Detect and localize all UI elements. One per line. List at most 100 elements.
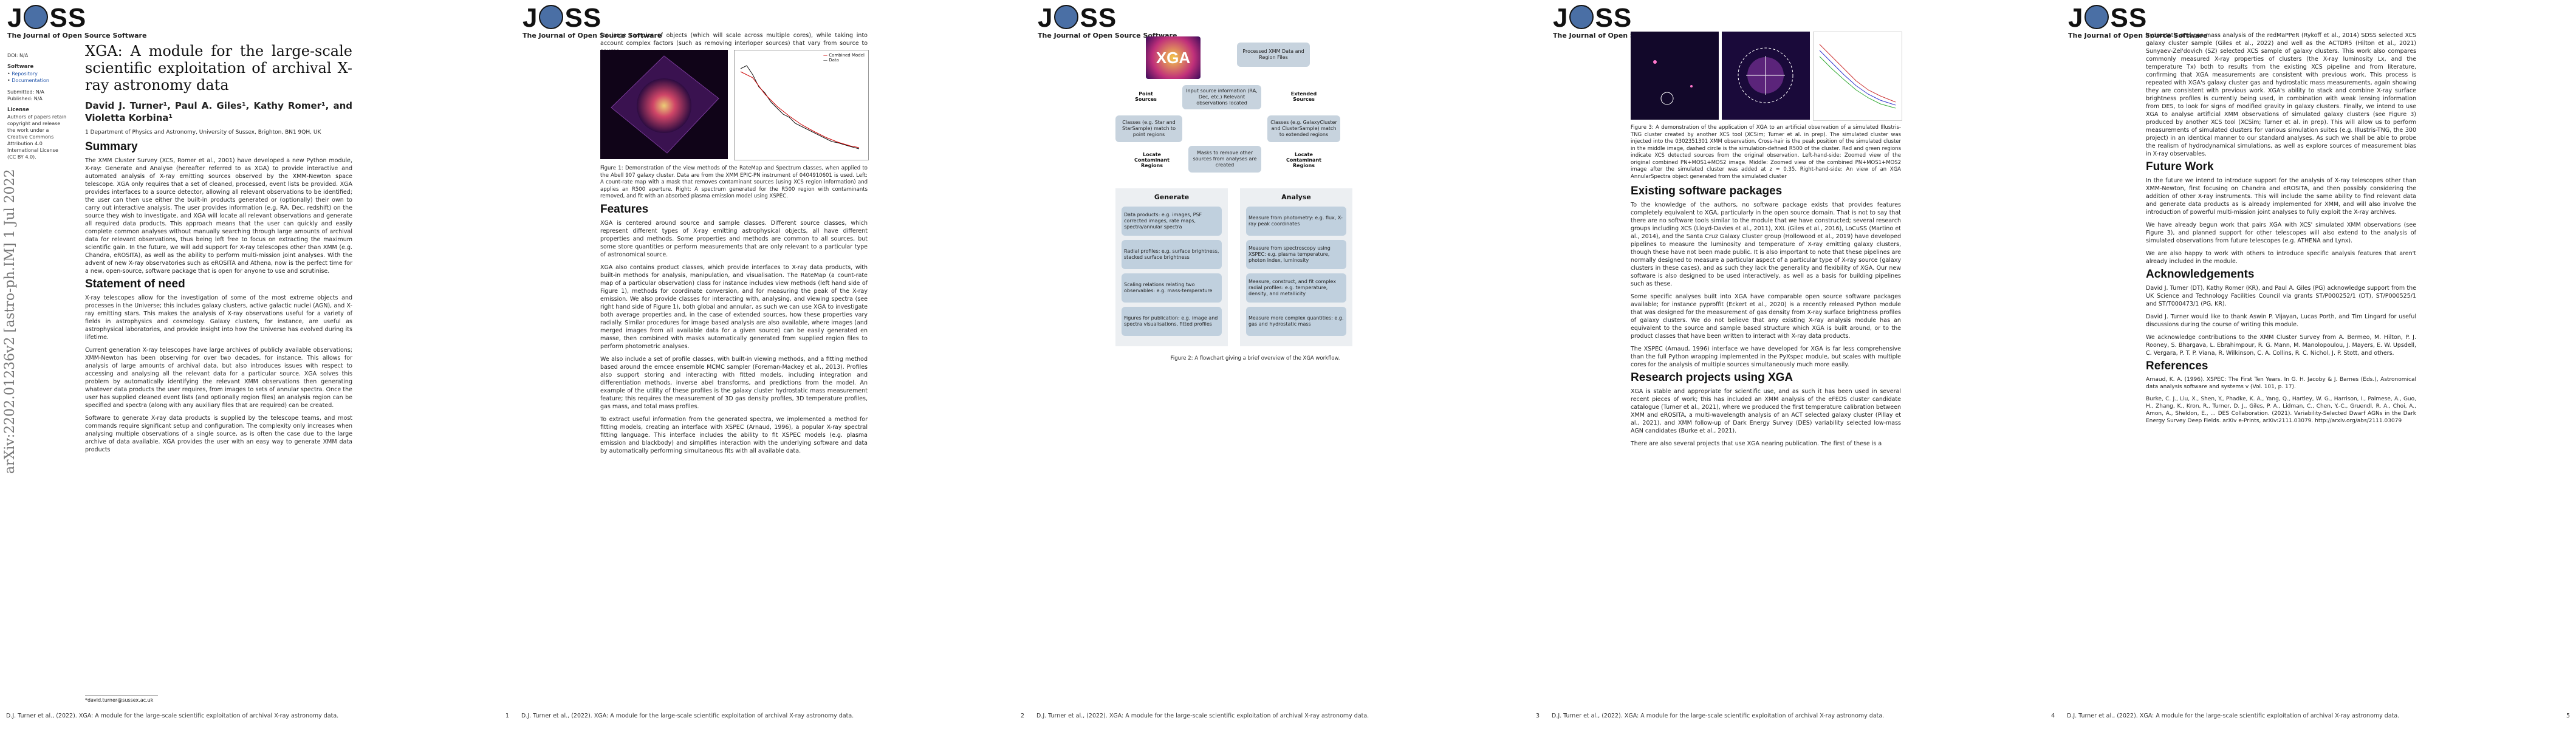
locate-contaminant-right: Locate Contaminant Regions	[1286, 152, 1321, 168]
footer-citation: D.J. Turner et al., (2022). XGA: A modul…	[2067, 713, 2400, 719]
footnote: *david.turner@sussex.ac.uk	[85, 696, 158, 703]
license-text: Authors of papers retain copyright and r…	[7, 114, 67, 160]
research-paragraph-1: XGA is stable and appropriate for scient…	[1631, 388, 1901, 434]
footer-citation: D.J. Turner et al., (2022). XGA: A modul…	[1036, 713, 1369, 719]
authors: David J. Turner¹, Paul A. Giles¹, Kathy …	[85, 100, 352, 123]
summary-heading: Summary	[85, 140, 138, 153]
page-number: 2	[1020, 713, 1024, 719]
rate-map-image	[600, 50, 728, 159]
footer-citation: D.J. Turner et al., (2022). XGA: A modul…	[1552, 713, 1885, 719]
features-paragraph-1: XGA is centered around source and sample…	[600, 220, 868, 258]
need-paragraph-1: X-ray telescopes allow for the investiga…	[85, 295, 352, 341]
documentation-link[interactable]: Documentation	[12, 78, 49, 83]
research-paragraph-2: There are also several projects that use…	[1631, 440, 1882, 447]
submitted: Submitted: N/A	[7, 89, 44, 95]
generate-item: Radial profiles: e.g. surface brightness…	[1122, 240, 1222, 269]
features-paragraph-3: We also include a set of profile classes…	[600, 356, 868, 410]
spectrum-graphic	[740, 65, 860, 149]
point-sources-label: Point Sources	[1135, 91, 1157, 102]
analyse-item: Measure more complex quantities: e.g. ga…	[1246, 307, 1346, 336]
journal-tagline: The Journal of Open Source Software	[1038, 32, 1177, 39]
ack-heading: Acknowledgements	[2146, 268, 2255, 281]
page2-main: Features XGA is centered around source a…	[600, 200, 868, 460]
existing-paragraph-3: The XSPEC (Arnaud, 1996) interface we ha…	[1631, 346, 1901, 368]
spectrum-plot: — Combined Model — Data	[734, 50, 869, 160]
generate-item: Data products: e.g. images, PSF correcte…	[1122, 207, 1222, 236]
need-heading: Statement of need	[85, 278, 185, 290]
masks-box: Masks to remove other sources from analy…	[1188, 146, 1261, 173]
generate-heading: Generate	[1154, 193, 1190, 201]
globe-icon	[1569, 5, 1594, 29]
footer-citation: D.J. Turner et al., (2022). XGA: A modul…	[6, 713, 339, 719]
page-footer: D.J. Turner et al., (2022). XGA: A modul…	[1036, 713, 1540, 719]
journal-tagline: The Journal of Open Source Software	[522, 32, 662, 39]
research-heading: Research projects using XGA	[1631, 371, 1793, 384]
journal-tagline: The Journal of Open Source Software	[2068, 32, 2208, 39]
legend-data: Data	[829, 58, 839, 63]
extended-classes-box: Classes (e.g. GalaxyCluster and ClusterS…	[1267, 115, 1340, 142]
analyse-item: Measure, construct, and fit complex radi…	[1246, 273, 1346, 303]
rate-map-graphic	[611, 55, 719, 154]
figure-2-caption: Figure 2: A flowchart giving a brief ove…	[1170, 355, 1340, 361]
globe-icon	[1054, 5, 1079, 29]
xga-logo-text: XGA	[1156, 48, 1191, 67]
spectrum-legend: — Combined Model — Data	[823, 53, 865, 63]
references-heading: References	[2146, 360, 2208, 372]
input-source-box: Input source information (RA, Dec, etc.)…	[1182, 85, 1261, 109]
original-image	[1631, 32, 1719, 120]
repository-link[interactable]: Repository	[12, 71, 38, 77]
paper-sidebar: DOI: N/A Software • Repository • Documen…	[7, 52, 68, 160]
legend-model: Combined Model	[829, 53, 865, 58]
features-paragraph-4: To extract useful information from the g…	[600, 416, 868, 454]
future-paragraph-2: We have already begun work that pairs XG…	[2146, 222, 2416, 244]
need-paragraph-3: Software to generate X-ray data products…	[85, 415, 352, 453]
xga-logo: XGA	[1146, 36, 1201, 79]
simulated-image-graphic	[1738, 47, 1793, 103]
future-heading: Future Work	[2146, 160, 2214, 173]
page-number: 4	[2050, 713, 2055, 719]
existing-paragraph-2: Some specific analyses built into XGA ha…	[1631, 293, 1901, 340]
affiliation: 1 Department of Physics and Astronomy, U…	[85, 129, 321, 135]
footer-citation: D.J. Turner et al., (2022). XGA: A modul…	[521, 713, 854, 719]
page-footer: D.J. Turner et al., (2022). XGA: A modul…	[521, 713, 1024, 719]
reference-item[interactable]: Burke, C. J., Liu, X., Shen, Y., Phadke,…	[2146, 396, 2416, 424]
software-label: Software	[7, 64, 34, 70]
page-footer: D.J. Turner et al., (2022). XGA: A modul…	[6, 713, 509, 719]
license-label: License	[7, 107, 30, 113]
globe-icon	[539, 5, 564, 29]
figure-1-caption: Figure 1: Demonstration of the view meth…	[600, 165, 868, 199]
page-footer: D.J. Turner et al., (2022). XGA: A modul…	[1552, 713, 2055, 719]
analyse-heading: Analyse	[1281, 193, 1311, 201]
features-paragraph-2: XGA also contains product classes, which…	[600, 264, 868, 350]
need-paragraph-2: Current generation X-ray telescopes have…	[85, 347, 352, 409]
simulated-image	[1722, 32, 1810, 120]
point-classes-box: Classes (e.g. Star and StarSample) match…	[1115, 115, 1182, 142]
generate-item: Figures for publication: e.g. image and …	[1122, 307, 1222, 336]
features-heading: Features	[600, 203, 649, 216]
annular-spectra-graphic	[1819, 44, 1896, 109]
page4-main: Existing software packages To the knowle…	[1631, 182, 1901, 453]
doi: DOI: N/A	[7, 53, 29, 58]
locate-contaminant-left: Locate Contaminant Regions	[1134, 152, 1170, 168]
research-continued: hydrostatic and gas mass analysis of the…	[2146, 32, 2416, 157]
ack-paragraph-1: David J. Turner (DT), Kathy Romer (KR), …	[2146, 285, 2416, 307]
page-number: 3	[1535, 713, 1540, 719]
reference-item: Arnaud, K. A. (1996). XSPEC: The First T…	[2146, 377, 2416, 390]
future-paragraph-1: In the future we intend to introduce sup…	[2146, 177, 2416, 216]
annular-spectra-plot	[1813, 32, 1902, 121]
